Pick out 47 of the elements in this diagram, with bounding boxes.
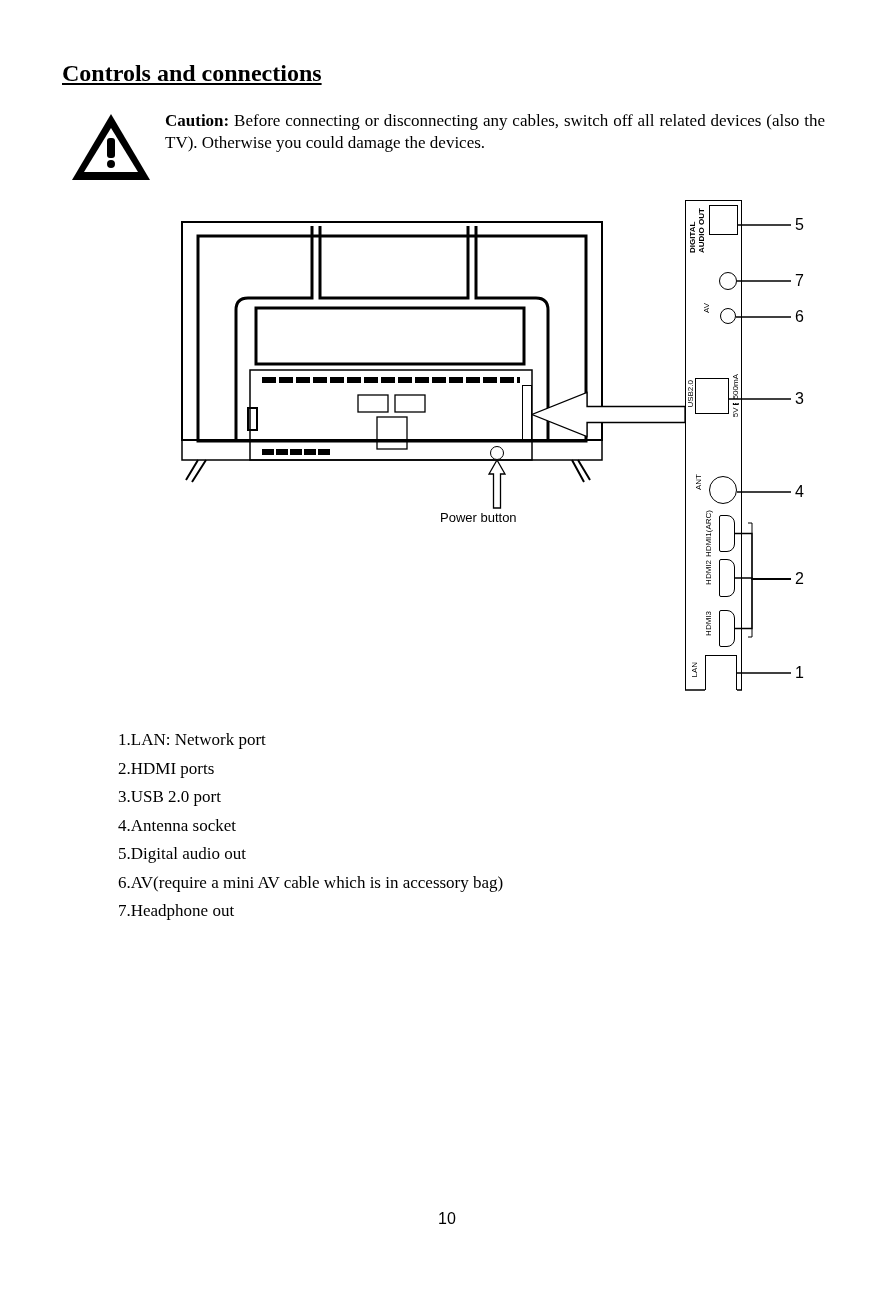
- usb-port: [694, 377, 729, 414]
- leader-line: [728, 398, 792, 400]
- callout-number: 6: [795, 307, 809, 327]
- callout-number: 5: [795, 215, 809, 235]
- port-label: LAN: [690, 662, 699, 678]
- callout-label: Power button: [440, 508, 532, 524]
- arrow: [487, 458, 507, 509]
- callout-number: 1: [795, 663, 809, 683]
- callout-number: 4: [795, 482, 809, 502]
- optical-port: [708, 204, 738, 235]
- connection-panel: [685, 200, 742, 690]
- leader-line: [736, 491, 792, 493]
- hdmi-port: [718, 514, 735, 552]
- page-number: 10: [438, 1210, 456, 1228]
- port-label: HDMI2: [704, 560, 713, 585]
- list-item: 1.LAN: Network port: [118, 730, 266, 750]
- connection-area: [522, 385, 532, 440]
- callout-number: 3: [795, 389, 809, 409]
- caution-text: Caution: Before connecting or disconnecting any cables, switch off all related devices (also the TV). Otherwise you could damage the devices.: [165, 110, 825, 154]
- arrow: [530, 391, 686, 438]
- page-title: Controls and connections: [62, 60, 322, 87]
- list-item: 2.HDMI ports: [118, 758, 215, 779]
- leader-line: [736, 672, 792, 674]
- power-button: [490, 446, 504, 460]
- list-item: 6.AV(require a mini AV cable which is in accessory bag): [118, 872, 504, 893]
- leader-line: [734, 578, 792, 630]
- leader-line: [736, 280, 792, 282]
- lan-port: [704, 654, 737, 690]
- leader-line: [735, 316, 792, 318]
- leader-line: [737, 224, 792, 226]
- port-label: HDMI3: [704, 611, 713, 636]
- av-jack: [719, 307, 736, 324]
- headphone-jack: [718, 271, 737, 290]
- list-item: 7.Headphone out: [118, 901, 235, 921]
- port-label: AV: [702, 303, 711, 314]
- antenna-socket: [708, 475, 737, 504]
- port-label: 5V⎓500mA: [731, 374, 740, 418]
- hdmi-port: [718, 558, 735, 597]
- callout-number: 7: [795, 271, 809, 291]
- list-item: 5.Digital audio out: [118, 844, 246, 864]
- port-label: DIGITAL AUDIO OUT: [688, 207, 706, 253]
- list-item: 4.Antenna socket: [118, 815, 237, 836]
- callout-number: 2: [795, 569, 809, 589]
- port-label: ANT: [694, 474, 703, 490]
- port-label: HDMI1(ARC): [704, 510, 713, 558]
- list-item: 3.USB 2.0 port: [118, 787, 221, 807]
- hdmi-port: [718, 609, 735, 647]
